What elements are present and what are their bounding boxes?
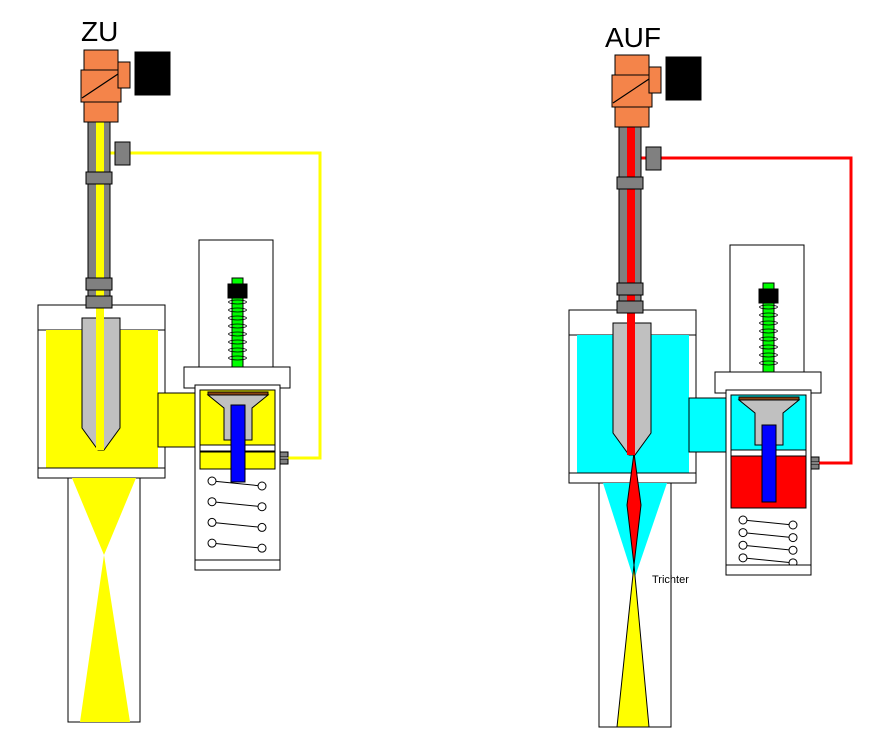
spring-coil (738, 553, 748, 563)
valve-bottom (194, 559, 281, 571)
spring-icon (211, 480, 263, 487)
control-port (279, 458, 289, 465)
stem-cap (227, 283, 248, 299)
spring-icon (759, 304, 778, 310)
stem-cap (758, 288, 779, 304)
piston (761, 424, 777, 503)
spring-coil (257, 522, 267, 532)
spring-coil (738, 515, 748, 525)
spring-coil (257, 481, 267, 491)
solenoid-neck (648, 66, 662, 94)
spring-icon (759, 336, 778, 342)
spring-icon (742, 532, 794, 539)
spring-icon (742, 557, 794, 564)
stem-fitting (616, 282, 644, 296)
tee-fitting (114, 141, 131, 166)
state-label-open: AUF (605, 22, 661, 53)
spring-icon (228, 323, 247, 329)
spring-coil (738, 528, 748, 538)
spring-icon (228, 347, 247, 353)
stem-fitting (85, 171, 113, 185)
funnel-annotation: Trichter (652, 574, 689, 586)
spring-icon (759, 344, 778, 350)
valve-bottom (725, 564, 812, 576)
spring-coil (207, 538, 217, 548)
spring-coil (207, 517, 217, 527)
valve-plunger (737, 399, 801, 446)
spring-icon (228, 355, 247, 361)
spring-coil (738, 540, 748, 550)
spring-icon (211, 501, 263, 508)
coil-icon (134, 51, 171, 96)
state-label-closed: ZU (81, 16, 118, 47)
spring-coil (257, 543, 267, 553)
spring-icon (228, 339, 247, 345)
device-closed: ZU (37, 16, 322, 723)
device-open: AUF Trichter (568, 22, 853, 728)
spring-coil (788, 533, 798, 543)
spring-coil (788, 545, 798, 555)
spring-icon (211, 521, 263, 528)
control-port (810, 463, 820, 470)
spring-icon (211, 542, 263, 549)
spring-icon (759, 328, 778, 334)
coil-icon (665, 56, 702, 101)
control-port (279, 451, 289, 458)
stem-fitting (616, 176, 644, 190)
stem-fitting (616, 300, 644, 314)
stem-fitting (85, 277, 113, 291)
control-line (635, 156, 853, 465)
spring-icon (759, 360, 778, 366)
spring-coil (788, 520, 798, 530)
spring-icon (742, 544, 794, 551)
connector-pipe (157, 392, 201, 448)
control-line (104, 151, 322, 460)
control-port (810, 456, 820, 463)
solenoid-neck (117, 61, 131, 89)
spring-coil (207, 476, 217, 486)
stem-fitting (85, 295, 113, 309)
spring-coil (257, 502, 267, 512)
spring-icon (228, 331, 247, 337)
spring-icon (759, 352, 778, 358)
funnel-flow (616, 564, 650, 728)
funnel-flow (72, 478, 136, 722)
tee-fitting (645, 146, 662, 171)
bottom-flange (37, 467, 166, 479)
spring-icon (759, 312, 778, 318)
connector-pipe (688, 397, 732, 453)
spring-icon (228, 299, 247, 305)
piston (230, 404, 246, 483)
spring-coil (207, 497, 217, 507)
spring-icon (742, 519, 794, 526)
solenoid-diagonal (81, 73, 119, 99)
solenoid-diagonal (612, 78, 650, 104)
spring-icon (759, 320, 778, 326)
spring-icon (228, 307, 247, 313)
spring-icon (228, 315, 247, 321)
